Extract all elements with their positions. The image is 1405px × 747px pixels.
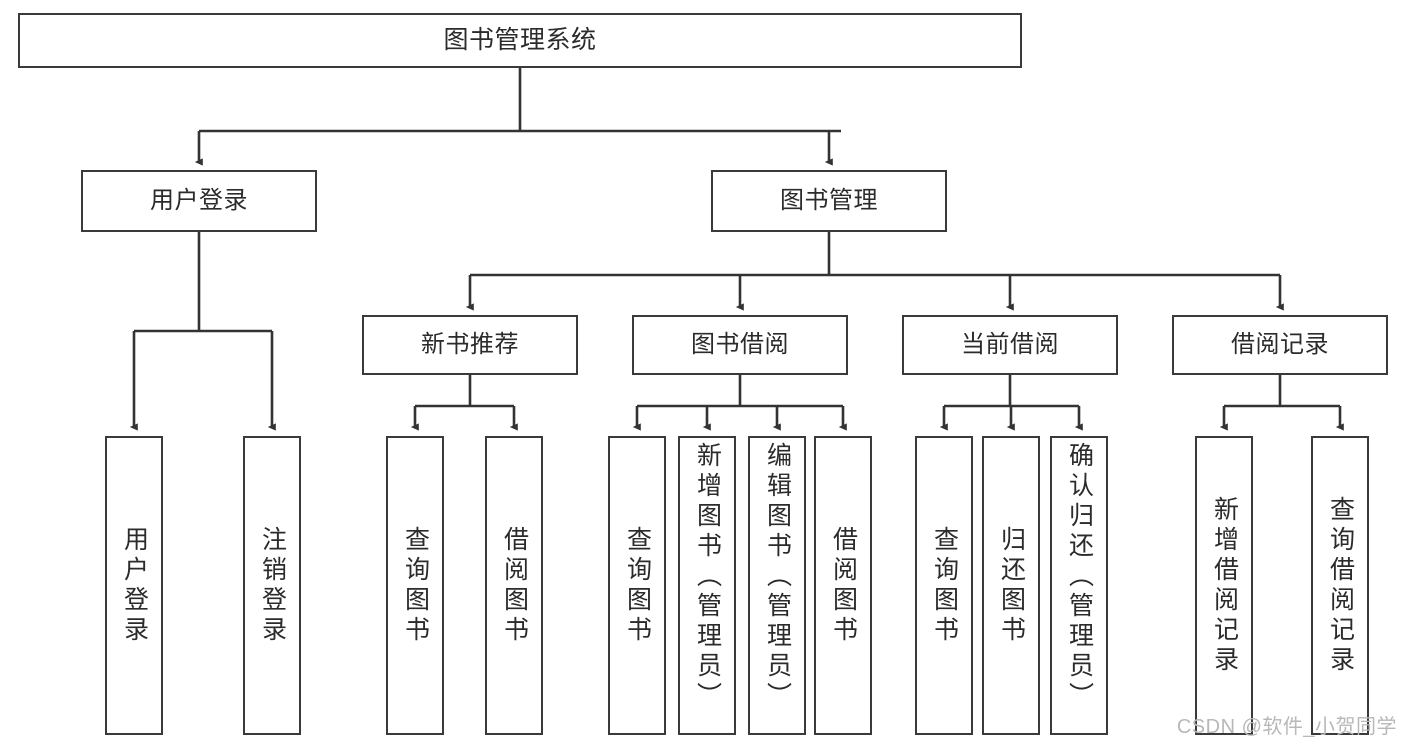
node-leaf-query-book-recommend[interactable]: 查询图书	[386, 436, 444, 735]
node-label: 借阅图书	[829, 525, 858, 646]
node-label: 归还图书	[997, 525, 1026, 646]
node-borrow-record[interactable]: 借阅记录	[1172, 315, 1388, 375]
node-label: 当前借阅	[961, 330, 1059, 358]
node-root-book-management-system[interactable]: 图书管理系统	[18, 13, 1022, 68]
node-leaf-query-book-borrow[interactable]: 查询图书	[608, 436, 666, 735]
node-leaf-add-borrow-record[interactable]: 新增借阅记录	[1195, 436, 1253, 735]
node-label: 确认归还（管理员）	[1065, 442, 1094, 712]
node-current-borrow[interactable]: 当前借阅	[902, 315, 1118, 375]
node-leaf-logout-login[interactable]: 注销登录	[243, 436, 301, 735]
node-label: 注销登录	[258, 525, 287, 646]
node-label: 查询图书	[401, 525, 430, 646]
node-leaf-borrow-book-recommend[interactable]: 借阅图书	[485, 436, 543, 735]
node-new-book-recommend[interactable]: 新书推荐	[362, 315, 578, 375]
node-label: 图书管理系统	[443, 25, 597, 54]
node-leaf-query-book-current[interactable]: 查询图书	[915, 436, 973, 735]
node-label: 新增图书（管理员）	[693, 442, 722, 712]
node-label: 查询图书	[623, 525, 652, 646]
node-label: 新增借阅记录	[1210, 495, 1239, 676]
node-label: 编辑图书（管理员）	[763, 442, 792, 712]
node-label: 查询借阅记录	[1326, 495, 1355, 676]
node-leaf-return-book[interactable]: 归还图书	[982, 436, 1040, 735]
node-label: 新书推荐	[421, 330, 519, 358]
node-label: 图书管理	[780, 186, 878, 214]
node-label: 图书借阅	[691, 330, 789, 358]
node-book-management[interactable]: 图书管理	[711, 170, 947, 232]
node-leaf-confirm-return[interactable]: 确认归还（管理员）	[1050, 436, 1108, 735]
node-leaf-edit-book[interactable]: 编辑图书（管理员）	[748, 436, 806, 735]
node-label: 用户登录	[150, 186, 248, 214]
node-leaf-query-borrow-record[interactable]: 查询借阅记录	[1311, 436, 1369, 735]
node-leaf-borrow-book[interactable]: 借阅图书	[814, 436, 872, 735]
node-book-borrow[interactable]: 图书借阅	[632, 315, 848, 375]
node-label: 借阅记录	[1231, 330, 1329, 358]
node-label: 查询图书	[930, 525, 959, 646]
node-leaf-user-login[interactable]: 用户登录	[105, 436, 163, 735]
node-label: 借阅图书	[500, 525, 529, 646]
node-user-login[interactable]: 用户登录	[81, 170, 317, 232]
node-leaf-add-book[interactable]: 新增图书（管理员）	[678, 436, 736, 735]
node-label: 用户登录	[120, 525, 149, 646]
